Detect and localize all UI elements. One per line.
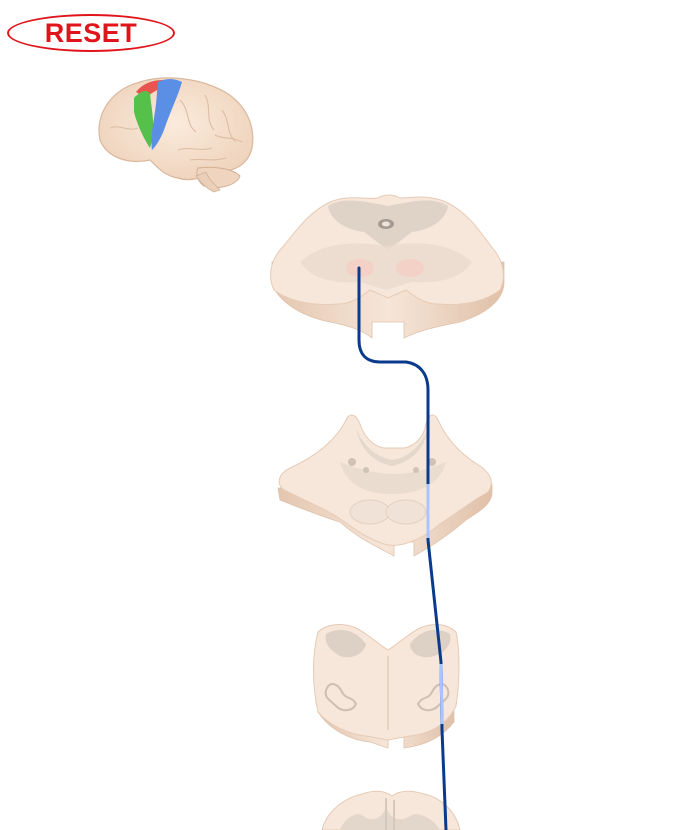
brain-stem — [195, 171, 221, 193]
brain-sulci — [109, 94, 243, 161]
pons-nucleus-3 — [413, 467, 419, 473]
pontine-tract-left — [349, 499, 391, 525]
inferior-olive-left — [324, 683, 358, 712]
midbrain-tegmentum — [300, 243, 472, 290]
brain-illustration — [98, 77, 254, 193]
corticospinal-pathway — [357, 266, 448, 830]
aqueduct-lumen — [382, 221, 390, 227]
descending-tract — [357, 266, 448, 830]
pons-nucleus-1 — [348, 458, 356, 466]
medulla-slice — [313, 624, 460, 749]
tract-highlight-medulla — [439, 663, 444, 725]
reset-button[interactable]: RESET — [7, 14, 175, 52]
premotor-region — [134, 91, 154, 148]
fourth-ventricle — [356, 428, 428, 466]
pons-slice — [277, 414, 493, 557]
spinal-dorsal-septum — [385, 798, 395, 830]
pontine-tract-right — [385, 499, 427, 525]
dorsal-columns-medulla — [325, 629, 451, 658]
pons-nucleus-2 — [363, 467, 369, 473]
pons-nucleus-4 — [428, 458, 436, 466]
motor-region — [151, 79, 182, 150]
spinal-gray-matter — [340, 808, 440, 830]
spinal-cord-slice — [321, 790, 461, 830]
pons-tegmentum — [340, 462, 446, 494]
red-nucleus-right — [396, 259, 424, 277]
midbrain-slice — [270, 194, 505, 339]
